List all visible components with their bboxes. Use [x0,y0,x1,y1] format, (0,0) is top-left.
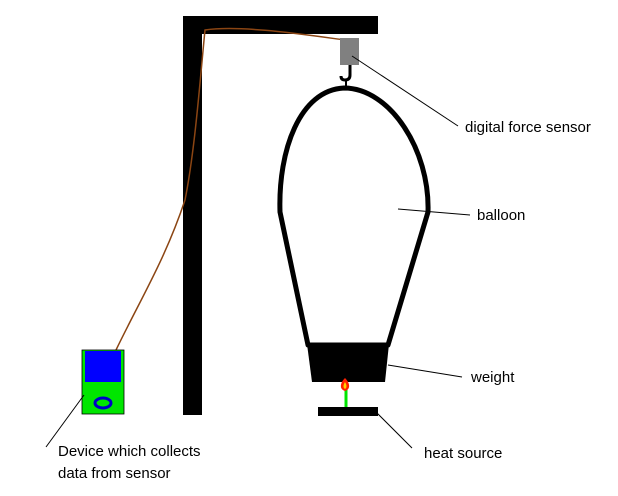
force-sensor [340,38,359,65]
device-screen [85,351,121,382]
label-balloon: balloon [477,207,525,224]
device-leader [45,394,85,448]
label-device-line2: data from sensor [58,465,171,482]
sensor-cable [115,27,346,351]
sensor-hook [339,65,352,82]
heat-plate [318,407,378,416]
label-weight: weight [470,369,515,386]
weight-leader [387,364,463,378]
heat-leader [371,407,413,449]
label-device-line1: Device which collects [58,443,201,460]
stand-arm [183,16,378,34]
balloon-leader [397,208,471,216]
label-sensor: digital force sensor [465,119,591,136]
stand-pole [183,16,202,415]
sensor-leader [351,55,459,127]
flame-inner-icon [343,382,347,389]
weight [307,344,389,382]
label-heat-source: heat source [424,445,502,462]
balloon [277,85,431,348]
device-button-icon [93,396,113,410]
